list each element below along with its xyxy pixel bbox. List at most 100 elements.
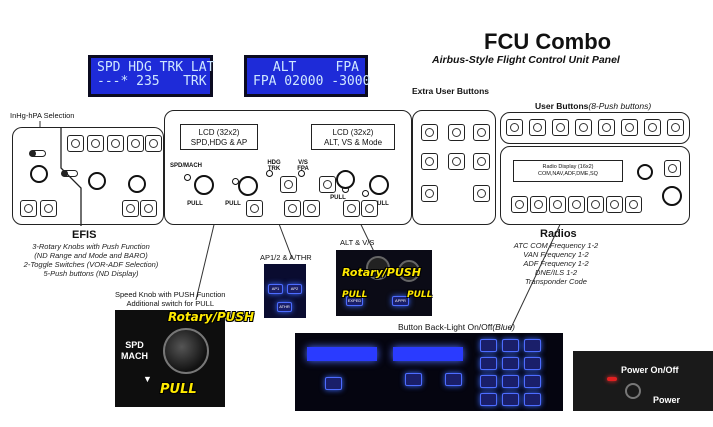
efis-heading: EFIS bbox=[72, 229, 97, 241]
power-on-off-label: Power On/Off bbox=[621, 365, 679, 375]
radio-button-3[interactable] bbox=[549, 196, 566, 213]
spd-mach-photo-label: SPD MACH bbox=[121, 340, 148, 361]
athr-button[interactable] bbox=[303, 200, 320, 217]
lcd-box-alt-vs: LCD (32x2)ALT, VS & Mode bbox=[311, 124, 395, 150]
extra-button-1[interactable] bbox=[421, 124, 438, 141]
efis-lower-button-1[interactable] bbox=[20, 200, 37, 217]
extra-button-6[interactable] bbox=[473, 153, 490, 170]
radios-desc-line: ATC COM Frequency 1-2 bbox=[513, 241, 599, 250]
backlit-button bbox=[502, 357, 519, 370]
efis-push-button-3[interactable] bbox=[107, 135, 124, 152]
radio-panel bbox=[500, 146, 690, 225]
pull-label: PULL bbox=[330, 195, 346, 201]
vs-indicator-led bbox=[362, 190, 369, 197]
user-button-4[interactable] bbox=[575, 119, 592, 136]
radio-button-2[interactable] bbox=[530, 196, 547, 213]
radio-button-4[interactable] bbox=[568, 196, 585, 213]
backlit-button bbox=[480, 357, 497, 370]
efis-push-button-4[interactable] bbox=[127, 135, 144, 152]
radio-button-1[interactable] bbox=[511, 196, 528, 213]
radio-button-6[interactable] bbox=[606, 196, 623, 213]
lcd-box2-line2: ALT, VS & Mode bbox=[323, 138, 383, 147]
power-switch-icon bbox=[625, 383, 641, 399]
user-button-5[interactable] bbox=[598, 119, 615, 136]
exped-lit-button: EXPED bbox=[346, 296, 363, 306]
vor-adf-toggle-1[interactable] bbox=[29, 150, 46, 157]
radio-display-box: Radio Display (16x2)COM,NAV,ADF,DME,SQ bbox=[513, 160, 623, 182]
efis-desc-line: 3-Rotary Knobs with Push Function bbox=[32, 242, 150, 251]
efis-push-button-5[interactable] bbox=[145, 135, 162, 152]
backlit-button bbox=[480, 375, 497, 388]
extra-button-8[interactable] bbox=[473, 185, 490, 202]
efis-push-button-1[interactable] bbox=[67, 135, 84, 152]
radio-frequency-knob[interactable] bbox=[637, 164, 653, 180]
ap2-button[interactable] bbox=[284, 200, 301, 217]
page-title: FCU Combo bbox=[484, 29, 612, 54]
extra-button-2[interactable] bbox=[448, 124, 465, 141]
pull-label-photo: PULL bbox=[342, 290, 368, 300]
efis-lower-button-2[interactable] bbox=[40, 200, 57, 217]
efis-lower-button-4[interactable] bbox=[140, 200, 157, 217]
loc-button[interactable] bbox=[319, 176, 336, 193]
user-button-8[interactable] bbox=[667, 119, 684, 136]
exped-button[interactable] bbox=[343, 200, 360, 217]
user-button-6[interactable] bbox=[621, 119, 638, 136]
lcd-box1-line1: LCD (32x2) bbox=[198, 128, 240, 137]
radio-button-5[interactable] bbox=[587, 196, 604, 213]
lcd-box2-line1: LCD (32x2) bbox=[332, 128, 374, 137]
speed-knob-caption: Speed Knob with PUSH Function Additional… bbox=[115, 290, 225, 308]
pull-label-speed: PULL bbox=[160, 382, 197, 397]
user-buttons-note: (8-Push buttons) bbox=[588, 101, 652, 111]
power-label: Power bbox=[653, 395, 681, 405]
athr-lit-button: ATHR bbox=[277, 302, 292, 312]
hdg-trk-led bbox=[266, 170, 273, 177]
nd-range-knob[interactable] bbox=[128, 175, 146, 193]
lcd-right-line1: ALT FPA bbox=[272, 60, 359, 75]
radio-button-7[interactable] bbox=[625, 196, 642, 213]
backlit-button bbox=[502, 393, 519, 406]
user-button-1[interactable] bbox=[506, 119, 523, 136]
spd-mach-label: SPD/MACH bbox=[170, 163, 203, 169]
pull-label: PULL bbox=[187, 201, 203, 207]
radio-power-button[interactable] bbox=[664, 160, 681, 177]
radio-selector-knob[interactable] bbox=[662, 186, 682, 206]
vs-fpa-label: V/S FPA bbox=[297, 160, 309, 172]
extra-button-3[interactable] bbox=[473, 124, 490, 141]
spd-indicator-led bbox=[184, 174, 191, 181]
extra-button-4[interactable] bbox=[421, 153, 438, 170]
rotary-push-label-speed: Rotary/PUSH bbox=[168, 310, 255, 324]
extra-button-7[interactable] bbox=[421, 185, 438, 202]
efis-divider bbox=[60, 128, 82, 226]
vor-adf-toggle-2[interactable] bbox=[61, 170, 78, 177]
user-button-7[interactable] bbox=[644, 119, 661, 136]
backlit-button bbox=[445, 373, 462, 386]
user-button-2[interactable] bbox=[529, 119, 546, 136]
radios-heading: Radios bbox=[540, 228, 577, 240]
user-buttons-label: User Buttons(8-Push buttons) bbox=[535, 101, 651, 111]
hdg-trk-label: HDG TRK bbox=[267, 160, 281, 172]
efis-push-button-2[interactable] bbox=[87, 135, 104, 152]
pull-label: PULL bbox=[225, 201, 241, 207]
speed-knob-photo: SPD MACH ▼ bbox=[115, 310, 225, 407]
nd-mode-knob[interactable] bbox=[88, 172, 106, 190]
user-button-3[interactable] bbox=[552, 119, 569, 136]
ap1-button[interactable] bbox=[246, 200, 263, 217]
backlit-button bbox=[524, 339, 541, 352]
speed-knob-photo-knob bbox=[163, 328, 209, 374]
appr-button[interactable] bbox=[361, 200, 378, 217]
extra-button-5[interactable] bbox=[448, 153, 465, 170]
hdg-trk-vs-fpa-button[interactable] bbox=[280, 176, 297, 193]
alt-vs-label: ALT & V/S bbox=[340, 238, 375, 247]
lcd-left-line2: ---* 235 TRK bbox=[97, 74, 207, 89]
speed-knob[interactable] bbox=[194, 175, 214, 195]
radio-display-line2: COM,NAV,ADF,DME,SQ bbox=[538, 170, 598, 177]
vertical-speed-knob[interactable] bbox=[369, 175, 389, 195]
backlit-button bbox=[524, 375, 541, 388]
altitude-knob[interactable] bbox=[336, 170, 355, 189]
efis-desc-line: 2-Toggle Switches (VOR-ADF Selection) bbox=[23, 260, 159, 269]
efis-lower-button-3[interactable] bbox=[122, 200, 139, 217]
baro-knob[interactable] bbox=[30, 165, 48, 183]
efis-description: 3-Rotary Knobs with Push Function (ND Ra… bbox=[10, 242, 172, 278]
radios-desc-line: ADF Frequency 1-2 bbox=[523, 259, 589, 268]
heading-knob[interactable] bbox=[238, 176, 258, 196]
